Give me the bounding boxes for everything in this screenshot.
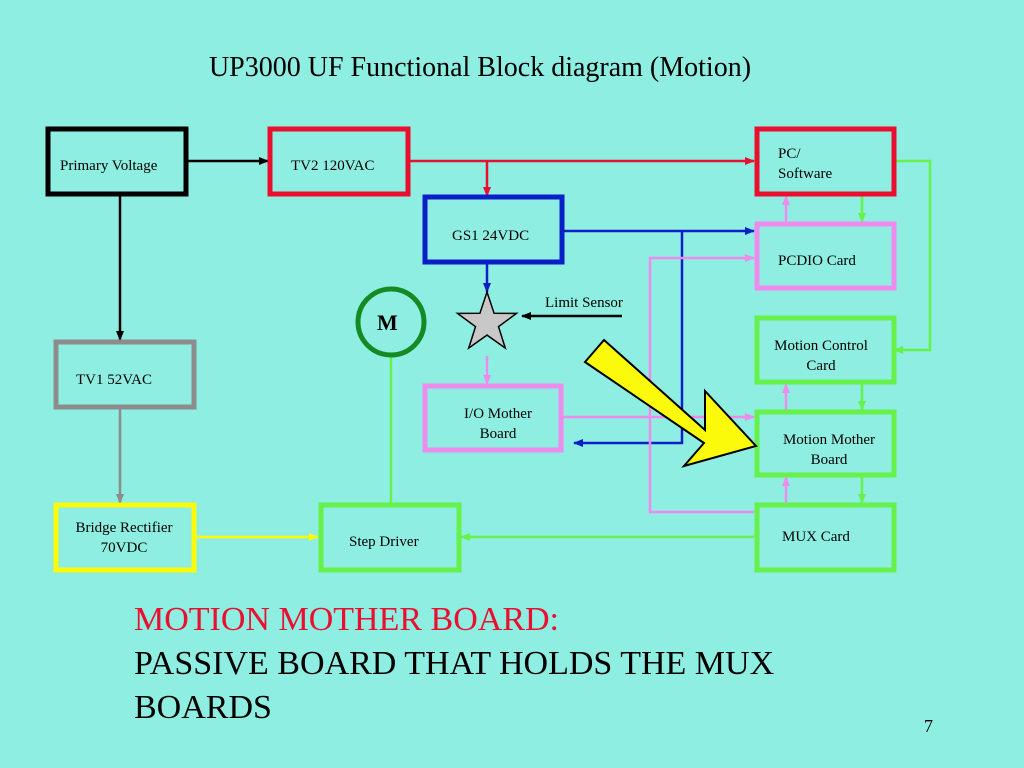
- mux-card-label: MUX Card: [782, 529, 850, 545]
- pcdio-label: PCDIO Card: [778, 253, 856, 269]
- motion-mother-block: [754, 409, 897, 478]
- callout: MOTION MOTHER BOARD: PASSIVE BOARD THAT …: [134, 598, 774, 730]
- limit-sensor-star-icon: [455, 289, 519, 351]
- pc-software-label: PC/ Software: [778, 146, 833, 182]
- limit-sensor-label: Limit Sensor: [545, 295, 623, 311]
- motor-label: M: [377, 310, 398, 335]
- page-number: 7: [924, 716, 933, 736]
- motion-mother-label: Motion Mother Board: [782, 432, 876, 468]
- tv2-block: [267, 126, 411, 197]
- motor-circle: [355, 286, 427, 358]
- primary-voltage-label: Primary Voltage: [60, 158, 158, 174]
- step-driver-label: Step Driver: [349, 534, 419, 550]
- step-driver-block: [318, 502, 462, 573]
- tv1-block: [53, 339, 197, 410]
- motion-control-block: [754, 315, 897, 385]
- tv1-label: TV1 52VAC: [76, 372, 152, 388]
- io-mother-block: [422, 383, 564, 453]
- motion-control-label: Motion Control Card: [774, 338, 868, 374]
- gs1-block: [422, 194, 565, 265]
- primary-voltage-block: [45, 126, 189, 197]
- callout-heading: MOTION MOTHER BOARD:: [134, 601, 559, 638]
- mux-card-block: [754, 502, 897, 573]
- arrow-mux-to-pcdio: [648, 254, 755, 514]
- pcdio-block: [754, 221, 897, 291]
- pc-software-block: [754, 126, 897, 197]
- slide-title: UP3000 UF Functional Block diagram (Moti…: [208, 52, 752, 83]
- gs1-label: GS1 24VDC: [452, 228, 530, 244]
- bridge-rectifier-label: Bridge Rectifier 70VDC: [75, 520, 173, 556]
- tv2-label: TV2 120VAC: [291, 158, 375, 174]
- pointer-arrow-icon: [583, 338, 758, 468]
- arrow-pc-to-motion-control: [893, 159, 932, 354]
- arrow-gs1-to-io: [573, 231, 684, 447]
- callout-line-1: PASSIVE BOARD THAT HOLDS THE MUX: [134, 645, 775, 682]
- callout-line-2: BOARDS: [134, 689, 272, 726]
- bridge-rectifier-block: [53, 502, 197, 573]
- io-mother-label: I/O Mother Board: [464, 406, 532, 442]
